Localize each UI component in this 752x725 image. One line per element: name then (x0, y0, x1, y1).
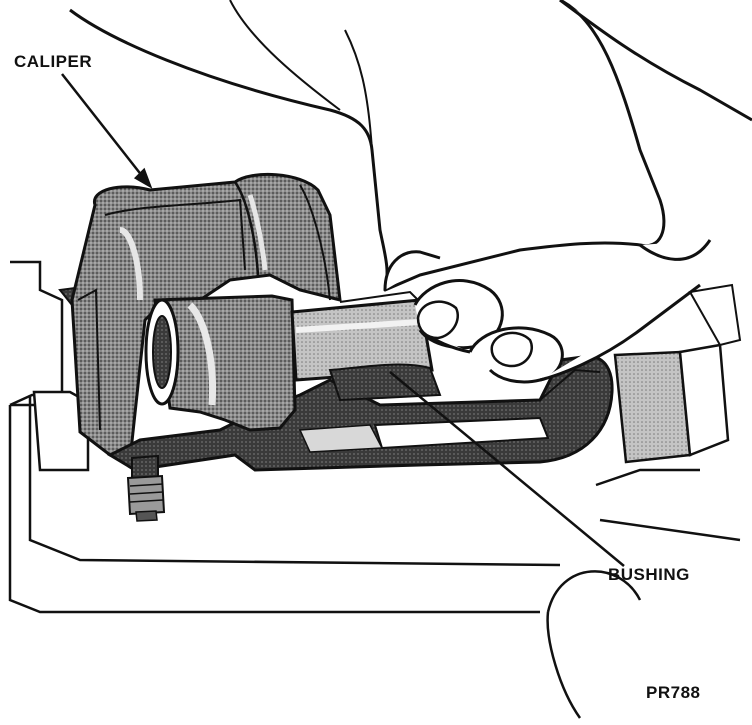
bushing-label: BUSHING (608, 565, 690, 584)
bleeder-fitting (126, 454, 166, 522)
bushing-leader-line (389, 371, 625, 567)
anchor-block (613, 283, 742, 464)
caliper-arrowhead (133, 167, 153, 189)
caliper-label: CALIPER (14, 52, 93, 71)
hand (69, 0, 752, 384)
knuckle-outline (8, 260, 741, 719)
bolt-boss (144, 294, 297, 432)
bushing-sleeve (290, 290, 442, 402)
leader-lines (61, 73, 625, 567)
caliper-leader-line (61, 73, 151, 187)
caliper-arm (106, 354, 614, 472)
fingernails (416, 300, 533, 368)
figure-code-label: PR788 (646, 683, 701, 702)
